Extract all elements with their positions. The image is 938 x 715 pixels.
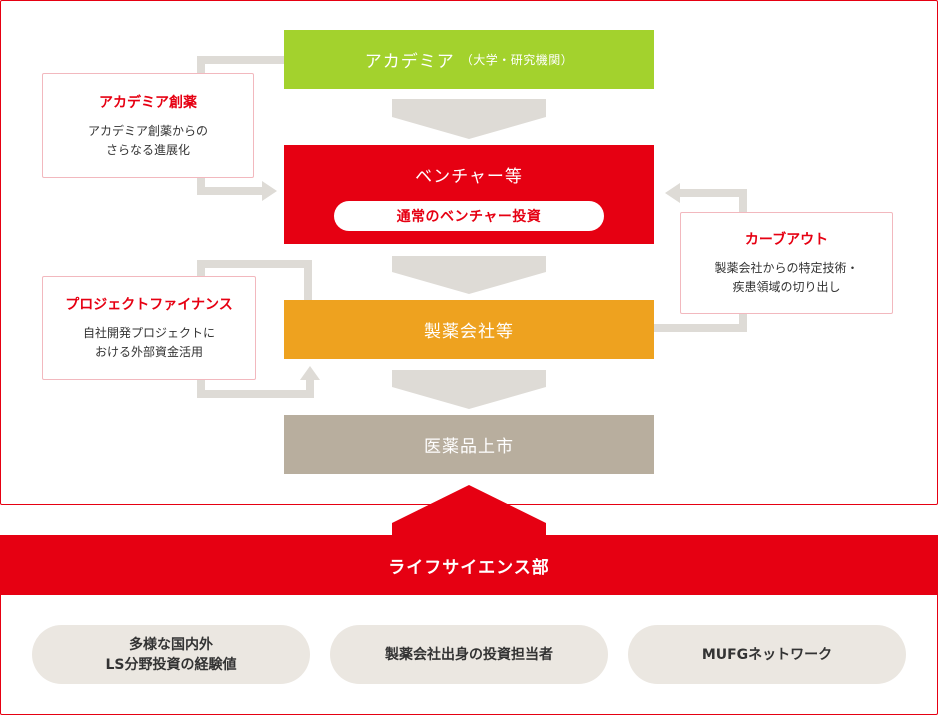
stage-pharma: 製薬会社等	[284, 300, 654, 359]
stage-pharma-label: 製薬会社等	[424, 322, 514, 342]
strength-pill-line: 製薬会社出身の投資担当者	[385, 646, 553, 663]
side-box-academia-drug: アカデミア創薬 アカデミア創薬からの さらなる進展化	[42, 73, 254, 178]
stage-academia-sub: （大学・研究機関）	[460, 53, 574, 67]
loop-project-finance-arrowhead	[300, 366, 320, 380]
support-up-arrow	[392, 485, 546, 540]
down-arrow-academia-venture	[392, 99, 546, 139]
side-box-desc: アカデミア創薬からの さらなる進展化	[88, 122, 208, 160]
side-box-title: アカデミア創薬	[99, 94, 197, 111]
down-arrow-venture-pharma	[392, 256, 546, 294]
strength-pill-experience: 多様な国内外 LS分野投資の経験値	[32, 625, 310, 684]
side-box-project-finance: プロジェクトファイナンス 自社開発プロジェクトに おける外部資金活用	[42, 276, 256, 380]
stage-market: 医薬品上市	[284, 415, 654, 474]
loop-carve-out-arrowhead	[665, 183, 680, 203]
side-box-desc-line: おける外部資金活用	[94, 345, 203, 359]
side-box-desc-line: 製薬会社からの特定技術・	[714, 261, 859, 275]
loop-academia-drug-arrowhead	[262, 181, 277, 201]
side-box-carve-out: カーブアウト 製薬会社からの特定技術・ 疾患領域の切り出し	[680, 212, 893, 314]
strength-pill-network: MUFGネットワーク	[628, 625, 906, 684]
stage-market-label: 医薬品上市	[424, 437, 514, 457]
side-box-title: プロジェクトファイナンス	[65, 297, 233, 313]
side-box-desc-line: 疾患領域の切り出し	[732, 280, 841, 294]
stage-venture: ベンチャー等 通常のベンチャー投資	[284, 145, 654, 244]
side-box-desc-line: 自社開発プロジェクトに	[82, 326, 215, 340]
side-box-desc: 製薬会社からの特定技術・ 疾患領域の切り出し	[714, 259, 858, 297]
side-box-desc-line: アカデミア創薬からの	[87, 123, 208, 138]
strength-pill-line: LS分野投資の経験値	[105, 656, 237, 673]
strength-pill-line: 多様な国内外	[129, 636, 213, 653]
side-box-title: カーブアウト	[744, 232, 829, 248]
side-box-desc-line: さらなる進展化	[105, 142, 190, 157]
down-arrow-pharma-market	[392, 370, 546, 409]
strength-pill-staff: 製薬会社出身の投資担当者	[330, 625, 608, 684]
venture-investment-pill: 通常のベンチャー投資	[334, 201, 604, 231]
life-science-title: ライフサイエンス部	[0, 535, 938, 595]
strength-pill-line: MUFGネットワーク	[701, 646, 833, 663]
stage-academia: アカデミア （大学・研究機関）	[284, 30, 654, 89]
stage-venture-label: ベンチャー等	[415, 167, 523, 187]
stage-academia-label: アカデミア	[364, 52, 455, 72]
side-box-desc: 自社開発プロジェクトに おける外部資金活用	[83, 324, 215, 362]
